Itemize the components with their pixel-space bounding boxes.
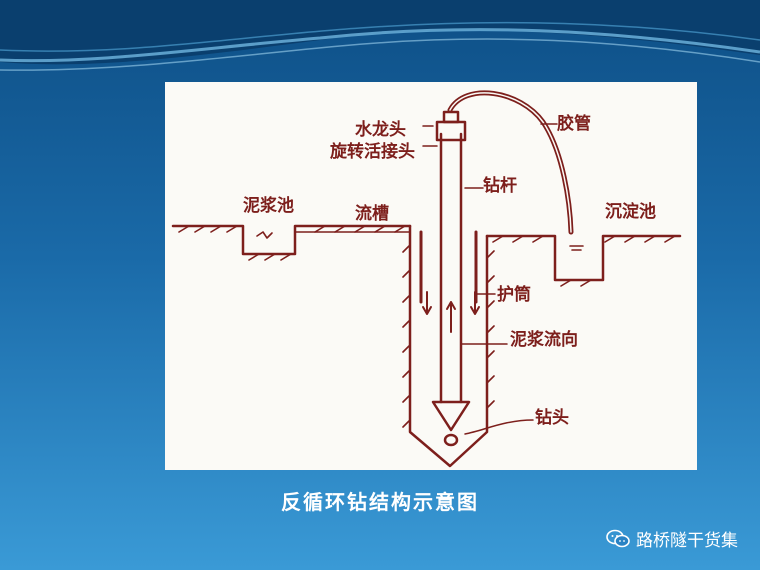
diagram-figure: 水龙头 旋转活接头 胶管 钻杆 泥浆池 流槽 沉淀池 护筒 泥浆流向 钻头 xyxy=(165,82,697,470)
drill-structure-drawing xyxy=(171,90,682,468)
label-mud-flow-direction: 泥浆流向 xyxy=(510,330,578,350)
label-rotary-joint: 旋转活接头 xyxy=(330,142,415,162)
casing-lines xyxy=(419,230,478,304)
drill-rod xyxy=(439,132,463,404)
label-faucet-head: 水龙头 xyxy=(355,120,406,140)
brand-name: 路桥隧干货集 xyxy=(636,531,738,551)
faucet-head xyxy=(442,110,460,124)
label-settling-pit: 沉淀池 xyxy=(605,202,656,222)
label-hose: 胶管 xyxy=(557,114,591,134)
figure-caption: 反循环钻结构示意图 xyxy=(281,490,479,514)
drill-bit xyxy=(431,400,471,432)
label-drill-bit: 钻头 xyxy=(535,408,569,428)
label-casing: 护筒 xyxy=(497,285,531,305)
wechat-icon xyxy=(606,529,630,549)
label-drill-rod: 钻杆 xyxy=(483,176,517,196)
borehole-wall xyxy=(408,224,489,468)
brand-watermark: 路桥隧干货集 xyxy=(606,526,738,551)
label-mud-pit: 泥浆池 xyxy=(243,196,294,216)
label-flow-channel: 流槽 xyxy=(355,204,389,224)
ground-surface-right xyxy=(485,234,682,282)
hose xyxy=(447,90,574,235)
top-wave-decoration xyxy=(0,0,760,71)
ground-surface-left xyxy=(171,224,412,256)
